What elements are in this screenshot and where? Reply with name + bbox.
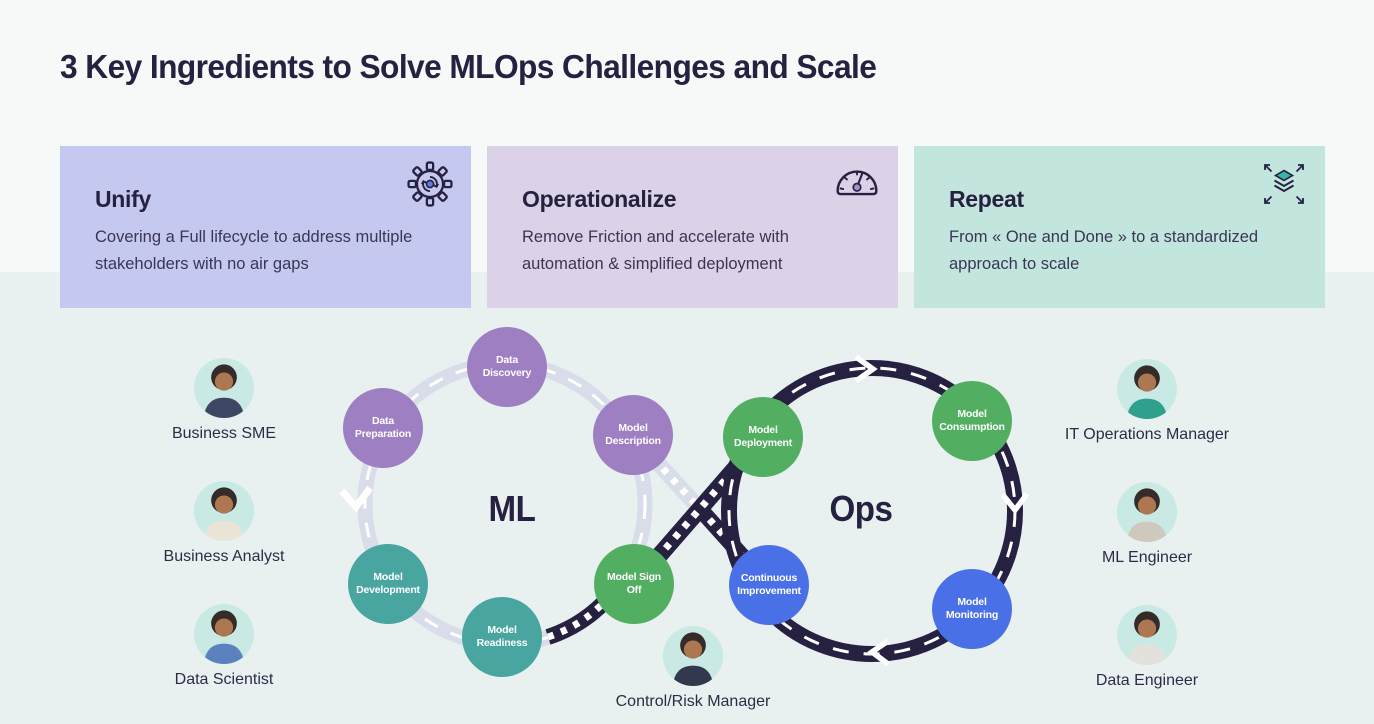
persona-label: Business SME <box>171 425 277 442</box>
persona-it-operations-manager: IT Operations Manager <box>1037 359 1257 444</box>
ml-loop-label: ML <box>488 488 536 529</box>
stage-label: Continuous Improvement <box>737 572 801 597</box>
card-desc-unify: Covering a Full lifecycle to address mul… <box>95 228 413 273</box>
avatar <box>1117 482 1177 542</box>
avatar <box>663 626 723 686</box>
stage-label: Model Monitoring <box>945 596 999 621</box>
persona-business-sme: Business SME <box>114 358 334 443</box>
persona-label: Control/Risk Manager <box>615 693 771 710</box>
ops-loop-label: Ops <box>829 488 893 529</box>
stage-model-deployment: Model Deployment <box>723 397 803 477</box>
avatar <box>194 481 254 541</box>
stage-label: Model Readiness <box>476 624 528 649</box>
ml-direction-chevron <box>339 485 373 513</box>
persona-label: Data Engineer <box>1095 672 1199 689</box>
stage-data-discovery: Data Discovery <box>467 327 547 407</box>
stage-label: Data Discovery <box>482 354 532 379</box>
card-repeat: Repeat From « One and Done » to a standa… <box>914 146 1325 308</box>
persona-label: Business Analyst <box>163 548 285 565</box>
page-title: 3 Key Ingredients to Solve MLOps Challen… <box>60 48 877 85</box>
stage-model-development: Model Development <box>348 544 428 624</box>
persona-control-risk-manager: Control/Risk Manager <box>583 626 803 711</box>
stage-model-description: Model Description <box>593 395 673 475</box>
persona-data-engineer: Data Engineer <box>1037 605 1257 690</box>
card-title-unify: Unify <box>95 186 152 212</box>
persona-label: ML Engineer <box>1101 549 1193 566</box>
stage-label: Model Deployment <box>733 424 793 449</box>
avatar <box>194 358 254 418</box>
stage-label: Model Description <box>605 422 661 447</box>
stage-label: Model Consumption <box>939 408 1005 433</box>
card-unify: Unify Covering a Full lifecycle to addre… <box>60 146 471 308</box>
persona-data-scientist: Data Scientist <box>114 604 334 689</box>
avatar <box>1117 605 1177 665</box>
stage-model-consumption: Model Consumption <box>932 381 1012 461</box>
persona-ml-engineer: ML Engineer <box>1037 482 1257 567</box>
ops-right-chevron <box>1000 492 1030 515</box>
stage-model-sign-off: Model Sign Off <box>594 544 674 624</box>
ops-bottom-chevron <box>867 638 890 667</box>
avatar <box>194 604 254 664</box>
stage-label: Model Development <box>356 571 420 596</box>
stage-model-readiness: Model Readiness <box>462 597 542 677</box>
gauge-icon <box>834 161 880 207</box>
stage-continuous-improvement: Continuous Improvement <box>729 545 809 625</box>
persona-label: IT Operations Manager <box>1064 426 1230 443</box>
ops-top-chevron <box>854 354 878 384</box>
card-operationalize: Operationalize Remove Friction and accel… <box>487 146 898 308</box>
stage-label: Data Preparation <box>354 415 412 440</box>
avatar <box>1117 359 1177 419</box>
persona-label: Data Scientist <box>174 671 274 688</box>
scale-layers-icon <box>1261 161 1307 207</box>
persona-business-analyst: Business Analyst <box>114 481 334 566</box>
stage-label: Model Sign Off <box>607 571 661 596</box>
card-title-repeat: Repeat <box>949 186 1024 212</box>
gear-sync-icon <box>407 161 453 207</box>
card-desc-operationalize: Remove Friction and accelerate with auto… <box>522 228 789 273</box>
card-title-operationalize: Operationalize <box>522 186 677 212</box>
card-desc-repeat: From « One and Done » to a standardized … <box>949 228 1259 273</box>
stage-model-monitoring: Model Monitoring <box>932 569 1012 649</box>
stage-data-preparation: Data Preparation <box>343 388 423 468</box>
